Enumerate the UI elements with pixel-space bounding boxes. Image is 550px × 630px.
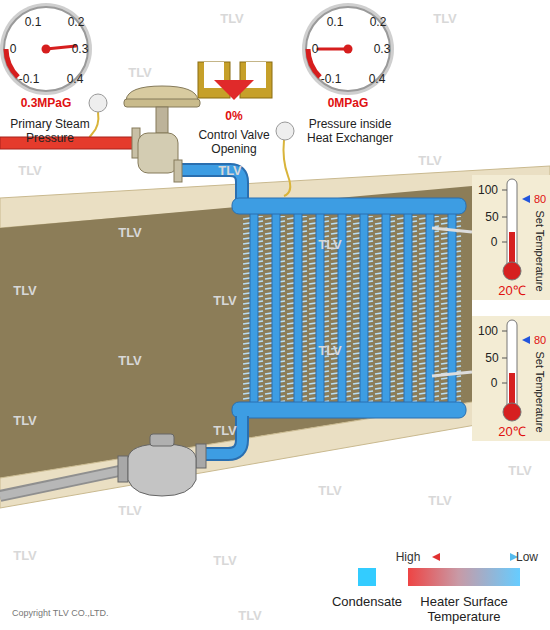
legend-label: Copyright TLV CO.,LTD. — [12, 608, 109, 618]
tube — [360, 210, 368, 406]
outlet-pipe — [0, 470, 124, 496]
thermometer-panel: 100 50 0 80Set Temperature 20℃ — [472, 175, 550, 300]
node-text: 100 — [478, 324, 498, 338]
node-text: 0.1 — [327, 15, 344, 29]
legend-text: Heater Surface Temperature — [408, 594, 520, 624]
legend-text: Condensate — [322, 594, 412, 609]
legend-label: Low — [516, 550, 538, 564]
node-text: 0MPaG — [328, 96, 369, 110]
node-text: 50 — [485, 210, 498, 224]
gradient-swatch — [408, 568, 520, 586]
steam-trap — [118, 434, 206, 496]
pressure-gauge: 0.1 0.2 0 0.3 -0.1 0.4 0.3MPaG Primary Steam Pr… — [0, 0, 100, 150]
node-text: 0% — [225, 109, 242, 123]
node-text: 80 — [534, 333, 546, 347]
node-text: 0 — [10, 42, 17, 56]
thermometer-panel: 100 50 0 80Set Temperature 20℃ — [472, 316, 550, 441]
watermark: TLV — [118, 353, 142, 368]
watermark: TLV — [118, 225, 142, 240]
watermark: TLV — [433, 11, 457, 26]
tube — [272, 210, 280, 406]
outlet-pipe — [0, 470, 124, 496]
node-text: -0.1 — [321, 72, 342, 86]
pressure-gauge — [302, 3, 394, 95]
node-text: 0.1 — [25, 15, 42, 29]
legend-arrow — [432, 553, 518, 561]
duct — [0, 166, 550, 508]
watermark: TLV — [13, 413, 37, 428]
node-text: -0.1 — [19, 72, 40, 86]
legend-swatch — [358, 568, 376, 586]
watermark: TLV — [418, 153, 442, 168]
node-text: 20℃ — [498, 425, 525, 439]
legend-label: High — [396, 550, 421, 564]
node-text: 0.3MPaG — [21, 96, 72, 110]
node-text: 80 — [534, 192, 546, 206]
tube — [404, 210, 412, 406]
node-text: Set Temperature — [533, 351, 547, 432]
node-text: 0.3 — [374, 42, 391, 56]
watermark: TLV — [128, 65, 152, 80]
watermark: TLV — [508, 463, 532, 478]
node-text: 0.2 — [68, 15, 85, 29]
node-text: Set Temperature — [533, 210, 547, 291]
watermark: TLV — [220, 11, 244, 26]
watermark: TLV — [218, 163, 242, 178]
header-pipe — [232, 198, 466, 214]
watermark: TLV — [318, 343, 342, 358]
valve-opening-icon — [198, 62, 272, 100]
watermark: TLV — [213, 293, 237, 308]
watermark: TLV — [213, 423, 237, 438]
node-text: 0.2 — [370, 15, 387, 29]
node-text: 0.3 — [72, 42, 89, 56]
pressure-gauge: 0.10.200.3-0.10.40MPaGPressure inside He… — [302, 0, 412, 150]
finned-tubes — [243, 210, 463, 406]
valve-opening-indicator: 0% Control Valve Opening — [190, 60, 280, 160]
watermark: TLV — [13, 548, 37, 563]
header-pipe — [232, 402, 466, 418]
node-text: 50 — [485, 351, 498, 365]
tube — [382, 210, 390, 406]
watermark: TLV — [13, 283, 37, 298]
sensor-probe — [432, 228, 472, 376]
node-text: 100 — [478, 183, 498, 197]
watermark: TLV — [213, 553, 237, 568]
node-text: Primary Steam Pressure — [0, 117, 100, 145]
control-valve — [124, 86, 200, 182]
node-text: 0.4 — [67, 72, 84, 86]
node-text: 20℃ — [498, 284, 525, 298]
tube — [250, 210, 258, 406]
tube — [448, 210, 456, 406]
node-text: 0 — [491, 235, 498, 249]
watermark: TLV — [238, 608, 262, 623]
pressure-gauge — [0, 3, 92, 95]
watermark: TLV — [318, 483, 342, 498]
watermark: TLV — [18, 163, 42, 178]
node-text: 0 — [491, 376, 498, 390]
watermark: TLV — [318, 237, 342, 252]
watermark: TLV — [428, 493, 452, 508]
tube — [294, 210, 302, 406]
watermark: TLV — [118, 503, 142, 518]
node-text: Pressure inside Heat Exchanger — [295, 117, 405, 145]
node-text: 0.4 — [369, 72, 386, 86]
node-text: Control Valve Opening — [189, 128, 279, 156]
node-text: 0 — [312, 42, 319, 56]
